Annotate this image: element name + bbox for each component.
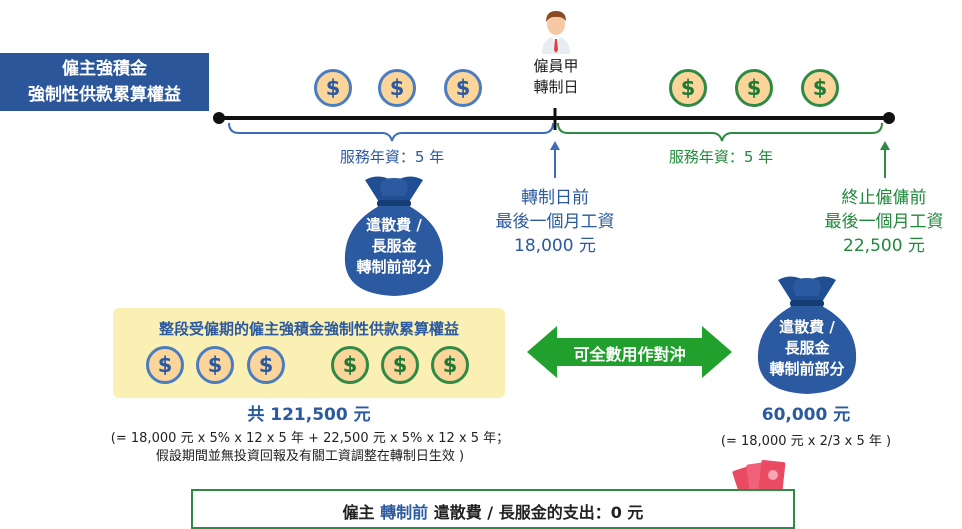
bag-right-line1: 遣散費 /	[779, 318, 835, 336]
pre-wage-label: 轉制日前 最後一個月工資 18,000 元	[475, 186, 635, 258]
pre-wage-line2: 最後一個月工資	[495, 212, 615, 232]
arrow-post-head	[880, 141, 890, 150]
money-bag-icon	[757, 276, 857, 394]
post-wage-label: 終止僱傭前 最後一個月工資 22,500 元	[804, 186, 962, 258]
coin-accrued-pre-1: $	[146, 346, 184, 384]
double-arrow-shape	[527, 326, 732, 378]
bag-left-label: 遣散費 / 長服金 轉制前部分	[339, 215, 449, 278]
title-box: 僱主強積金 強制性供款累算權益	[0, 53, 209, 111]
coin-accrued-post-3: $	[431, 346, 469, 384]
brace-post	[557, 122, 883, 142]
pre-wage-line1: 轉制日前	[521, 188, 589, 208]
accrued-formula: (= 18,000 元 x 5% x 12 x 5 年 + 22,500 元 x…	[30, 430, 590, 466]
accrued-formula-line1: (= 18,000 元 x 5% x 12 x 5 年 + 22,500 元 x…	[110, 431, 510, 446]
arrow-pre-head	[550, 141, 560, 150]
title-line2: 強制性供款累算權益	[28, 85, 181, 105]
bag-right-line3: 轉制前部分	[769, 360, 845, 378]
bottom-rest: 遣散費 / 長服金的支出：0 元	[433, 503, 644, 522]
bag-right-label: 遣散費 / 長服金 轉制前部分	[752, 317, 862, 380]
accrued-heading: 整段受僱期的僱主強積金強制性供款累算權益	[158, 320, 459, 338]
money-bag-icon	[344, 176, 444, 296]
accrued-formula-note: 假設期間並無投資回報及有關工資調整在轉制日生效 )	[155, 449, 465, 464]
employee-icon	[542, 11, 570, 54]
bag-left-line3: 轉制前部分	[356, 258, 432, 276]
coin-pre-1: $	[314, 69, 352, 107]
bottom-pre: 轉制前	[380, 503, 429, 522]
timeline	[213, 108, 895, 178]
timeline-end-dot	[883, 112, 895, 124]
post-wage-line1: 終止僱傭前	[841, 188, 927, 208]
coin-pre-3: $	[444, 69, 482, 107]
coin-accrued-pre-3: $	[247, 346, 285, 384]
bottom-employer: 僱主	[342, 503, 375, 522]
employee-label: 僱員甲 轉制日	[528, 56, 584, 98]
title-line1: 僱主強積金	[62, 59, 147, 79]
bag-left-line1: 遣散費 /	[366, 216, 422, 234]
severance-total: 60,000 元	[761, 405, 851, 425]
coin-accrued-post-2: $	[381, 346, 419, 384]
coin-post-1: $	[669, 69, 707, 107]
bottom-summary-box: 僱主 轉制前 遣散費 / 長服金的支出：0 元	[191, 489, 795, 529]
coin-accrued-post-1: $	[331, 346, 369, 384]
brace-pre	[228, 122, 554, 142]
service-years-pre: 服務年資：5 年	[339, 148, 445, 166]
cash-notes-icon	[732, 460, 786, 491]
severance-formula: (= 18,000 元 x 2/3 x 5 年 )	[720, 434, 892, 449]
offset-label: 可全數用作對沖	[573, 345, 686, 364]
bag-right-line2: 長服金	[784, 339, 830, 357]
pre-wage-amount: 18,000 元	[514, 236, 596, 256]
coin-accrued-pre-2: $	[196, 346, 234, 384]
offset-arrow	[527, 326, 732, 378]
service-years-post: 服務年資：5 年	[668, 148, 774, 166]
bag-left-line2: 長服金	[371, 237, 417, 255]
accrued-total: 共 121,500 元	[247, 405, 371, 425]
timeline-start-dot	[213, 112, 225, 124]
post-wage-amount: 22,500 元	[843, 236, 925, 256]
coin-pre-2: $	[378, 69, 416, 107]
coin-post-2: $	[735, 69, 773, 107]
employee-name: 僱員甲	[533, 57, 579, 75]
bottom-summary-text: 僱主 轉制前 遣散費 / 長服金的支出：0 元	[193, 499, 793, 523]
conversion-day-label: 轉制日	[533, 78, 579, 96]
post-wage-line2: 最後一個月工資	[824, 212, 944, 232]
coin-post-3: $	[801, 69, 839, 107]
